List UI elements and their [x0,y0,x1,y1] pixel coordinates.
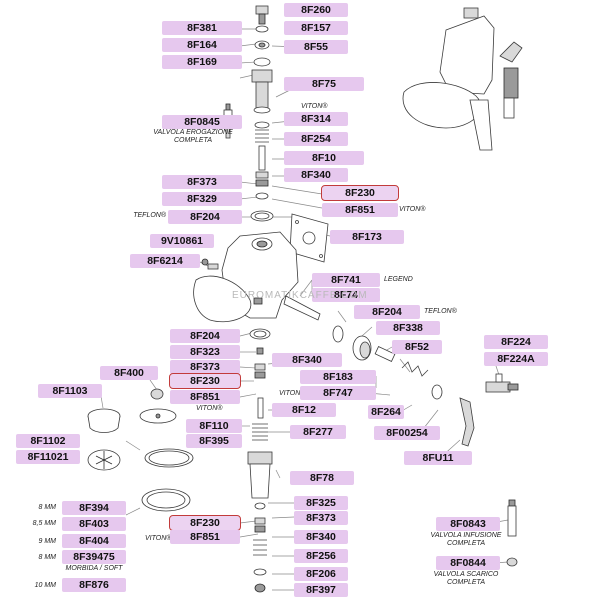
side-lever-assembly [332,325,519,447]
part-label[interactable]: 8F264 [368,405,404,419]
material-note: VITON® [196,405,223,412]
valve-caption: VALVOLA EROGAZIONE [153,129,233,136]
part-label[interactable]: 8F39475 [62,550,126,564]
material-note: VITON® [399,206,426,213]
valve-caption: VALVOLA SCARICO [433,571,499,578]
part-label[interactable]: 8F00254 [374,426,440,440]
part-label[interactable]: 9V10861 [150,234,214,248]
part-label[interactable]: 8F164 [162,38,242,52]
part-label[interactable]: 8F373 [294,511,348,525]
part-label[interactable]: 8F1102 [16,434,80,448]
part-label[interactable]: 8F747 [300,386,376,400]
part-label[interactable]: 8F204 [354,305,420,319]
group-body [193,231,321,323]
size-note: 8 MM [38,554,57,561]
part-label[interactable]: 8F373 [170,360,240,374]
part-label[interactable]: 8F741 [312,273,380,287]
valve-caption: COMPLETA [174,137,212,144]
material-note: VITON® [145,535,172,542]
part-label[interactable]: 8F0845 [162,115,242,129]
part-label[interactable]: 8F260 [284,3,348,17]
upper-valve-stack [250,5,274,222]
watermark: EUROMATIKCAFFE.COM [232,290,368,301]
part-label[interactable]: 8F75 [284,77,364,91]
material-note: VITON® [301,103,328,110]
legend-note: LEGEND [384,276,413,283]
part-label[interactable]: 8F0844 [436,556,500,570]
part-label[interactable]: 8F340 [272,353,342,367]
part-label[interactable]: 8F6214 [130,254,200,268]
material-note: VITON® [279,390,306,397]
part-label[interactable]: 8F55 [284,40,348,54]
part-label[interactable]: 8F169 [162,55,242,69]
part-label[interactable]: 8F12 [272,403,336,417]
part-label[interactable]: 8F157 [284,21,348,35]
part-label[interactable]: 8F395 [186,434,242,448]
size-note: 8,5 MM [32,520,56,527]
part-label[interactable]: 8F340 [284,168,348,182]
lower-valve-stack [247,328,273,593]
part-label[interactable]: 8F204 [168,210,242,224]
part-label[interactable]: 8F314 [284,112,348,126]
size-note: 9 MM [38,538,57,545]
part-label[interactable]: 8F403 [62,517,126,531]
valve-caption: COMPLETA [447,540,485,547]
part-label[interactable]: 8F851 [170,390,240,404]
part-label[interactable]: 8F397 [294,583,348,597]
valve-caption: VALVOLA INFUSIONE [430,532,502,539]
part-label[interactable]: 8FU11 [404,451,472,465]
part-label[interactable]: 8F323 [170,345,240,359]
part-label[interactable]: 8F110 [186,419,242,433]
part-label-highlighted[interactable]: 8F230 [169,515,241,531]
part-label[interactable]: 8F173 [330,230,404,244]
part-label[interactable]: 8F11021 [16,450,80,464]
part-label[interactable]: 8F1103 [38,384,102,398]
part-label[interactable]: 8F404 [62,534,126,548]
part-label[interactable]: 8F0843 [436,517,500,531]
part-label[interactable]: 8F74 [312,288,380,302]
part-label[interactable]: 8F325 [294,496,348,510]
valve-caption: COMPLETA [447,579,485,586]
part-label[interactable]: 8F78 [290,471,354,485]
size-note: 10 MM [34,582,56,589]
part-label[interactable]: 8F52 [392,340,442,354]
part-label[interactable]: 8F394 [62,501,126,515]
part-label[interactable]: 8F340 [294,530,348,544]
part-label[interactable]: 8F381 [162,21,242,35]
part-label[interactable]: 8F851 [170,530,240,544]
part-label[interactable]: 8F338 [376,321,440,335]
part-label[interactable]: 8F10 [284,151,364,165]
infusion-and-drain-valves [506,499,518,567]
part-label[interactable]: 8F204 [170,329,240,343]
part-label[interactable]: 8F206 [294,567,348,581]
flange-plate [289,213,329,263]
part-label[interactable]: 8F373 [162,175,242,189]
part-label[interactable]: 8F329 [162,192,242,206]
part-label[interactable]: 8F256 [294,549,348,563]
filter-and-screens [87,388,194,512]
part-label[interactable]: 8F876 [62,578,126,592]
part-label[interactable]: 8F277 [290,425,346,439]
part-label[interactable]: 8F183 [300,370,376,384]
part-label-highlighted[interactable]: 8F230 [321,185,399,201]
complete-group-illustration [402,7,523,151]
part-label-highlighted[interactable]: 8F230 [169,373,241,389]
part-label[interactable]: 8F851 [322,203,398,217]
part-label[interactable]: 8F400 [100,366,158,380]
part-label[interactable]: 8F254 [284,132,348,146]
material-note: TEFLON® [133,212,166,219]
material-note: TEFLON® [424,308,457,315]
part-label[interactable]: 8F224 [484,335,548,349]
part-label[interactable]: 8F224A [484,352,548,366]
size-note: 8 MM [38,504,57,511]
hardness-note: MORBIDA / SOFT [65,565,123,572]
